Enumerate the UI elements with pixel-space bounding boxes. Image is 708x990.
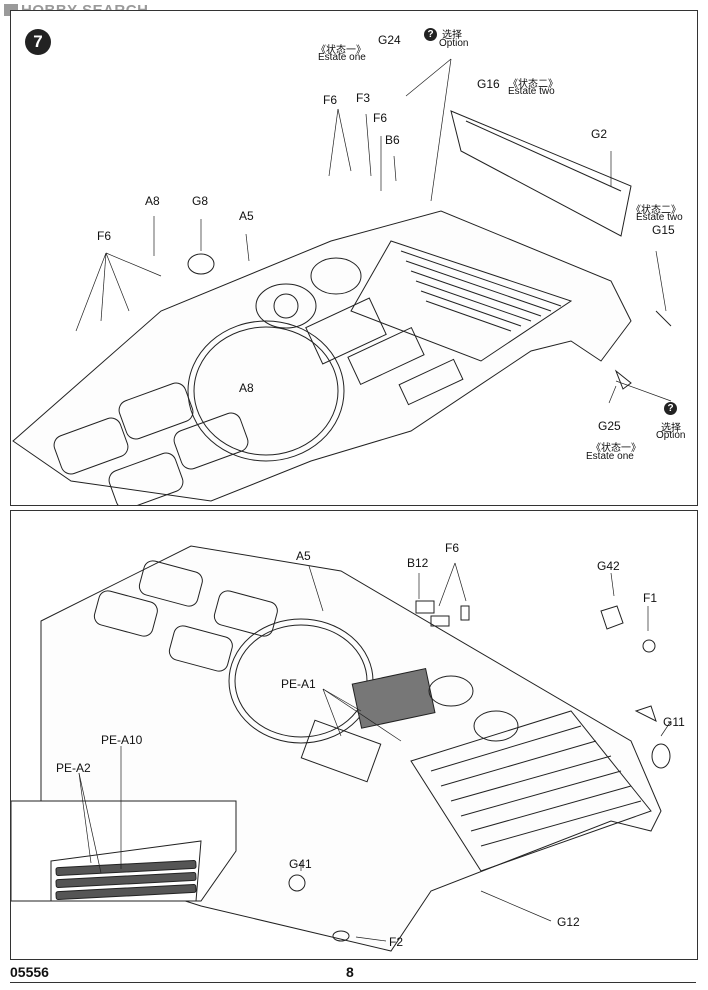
label-estate-one-cn: 《状态一》	[316, 45, 366, 56]
label-option-cn-b: 选择	[661, 423, 681, 434]
label-g25: G25	[598, 419, 621, 433]
label-estate-two-cn-b: 《状态二》	[631, 205, 681, 216]
option-question-icon: ?	[424, 28, 437, 41]
label-f2: F2	[389, 935, 404, 949]
step-7-bottom-panel: A5 B12 F6 G42 F1 PE-A1 G11 PE-A10 PE-A2 …	[10, 510, 698, 960]
label-f3: F3	[356, 91, 371, 105]
label-estate-two-en: Estate two	[508, 86, 555, 97]
label-g8: G8	[192, 194, 209, 208]
label-a5: A5	[296, 549, 311, 563]
label-b12: B12	[407, 556, 429, 570]
label-a8-second: A8	[239, 381, 254, 395]
label-f6: F6	[323, 93, 338, 107]
label-g11: G11	[663, 715, 685, 729]
hull-top-drawing	[12, 58, 672, 505]
label-f6: F6	[445, 541, 460, 555]
label-f6-left: F6	[97, 229, 112, 243]
page-number: 8	[346, 964, 354, 980]
label-pe-a2: PE-A2	[56, 761, 91, 775]
label-estate-one-en-b: Estate one	[586, 451, 634, 462]
label-option-en: Option	[439, 38, 469, 49]
label-g2: G2	[591, 127, 608, 141]
label-pe-a10: PE-A10	[101, 733, 143, 747]
label-f1: F1	[643, 591, 658, 605]
label-g15: G15	[652, 223, 675, 237]
footer-divider	[10, 982, 696, 983]
label-option-en-b: Option	[656, 430, 686, 441]
label-g12: G12	[557, 915, 580, 929]
label-pe-a1: PE-A1	[281, 677, 316, 691]
product-code: 05556	[10, 964, 49, 980]
label-estate-one-cn-b: 《状态一》	[591, 443, 641, 454]
label-estate-two-cn: 《状态二》	[508, 79, 558, 90]
hull-bottom-drawing	[11, 545, 672, 952]
step-number-badge: 7	[25, 29, 51, 55]
label-b6: B6	[385, 133, 400, 147]
label-estate-one-en: Estate one	[318, 52, 366, 63]
label-g24: G24	[378, 33, 401, 47]
label-g16: G16	[477, 77, 500, 91]
option-question-icon-b: ?	[664, 402, 677, 415]
label-estate-two-en-b: Estate two	[636, 212, 683, 223]
label-a8: A8	[145, 194, 160, 208]
label-option-cn: 选择	[442, 30, 462, 41]
label-g42: G42	[597, 559, 620, 573]
label-a5: A5	[239, 209, 254, 223]
label-g41: G41	[289, 857, 312, 871]
step-7-top-panel: 7	[10, 10, 698, 506]
label-f6-second: F6	[373, 111, 388, 125]
